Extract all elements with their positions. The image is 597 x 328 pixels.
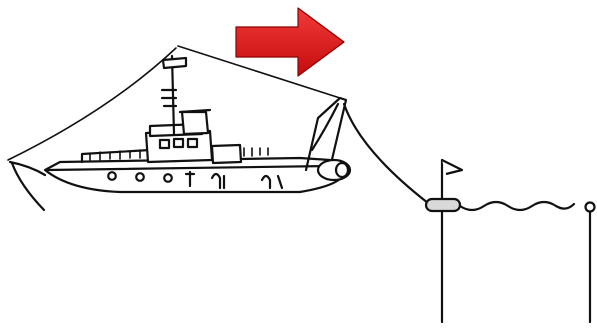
hull	[43, 156, 347, 194]
gantry	[304, 96, 348, 172]
tow-line	[342, 102, 430, 205]
float-line	[458, 200, 576, 212]
mast	[170, 54, 176, 136]
flag-icon	[441, 159, 464, 176]
marker-float	[424, 158, 464, 324]
funnel	[180, 110, 210, 136]
direction-arrow-icon	[235, 7, 345, 77]
portholes	[107, 171, 173, 183]
fishing-boat	[7, 45, 352, 212]
end-buoy	[584, 201, 596, 324]
